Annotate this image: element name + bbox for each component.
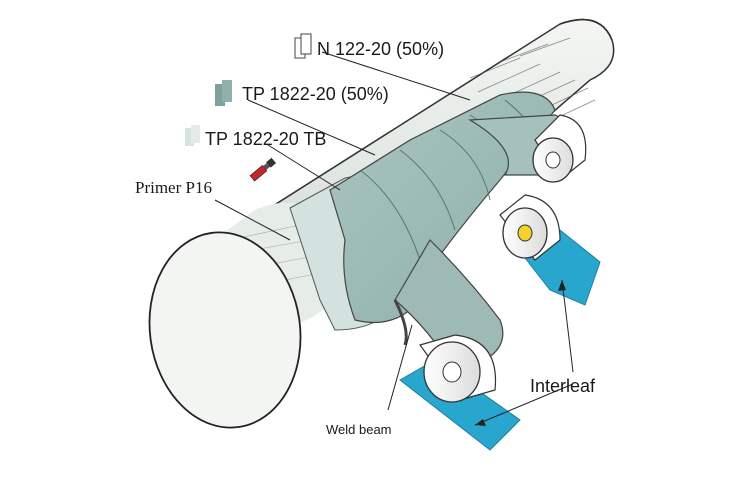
arrowheads <box>475 280 566 426</box>
label-tp1822: TP 1822-20 (50%) <box>242 84 389 104</box>
pipe-end-face <box>148 231 302 429</box>
leader-lines <box>214 51 574 426</box>
lower-spool <box>419 334 497 403</box>
weld-seam <box>393 299 408 346</box>
legend-swatch-tp1822 <box>215 80 232 106</box>
label-tp1822-tb: TP 1822-20 TB <box>205 129 326 149</box>
middle-spool <box>499 194 561 261</box>
label-interleaf: Interleaf <box>530 376 596 396</box>
tape-strip-lower <box>394 239 504 373</box>
label-primer: Primer P16 <box>135 178 212 197</box>
paintbrush-icon <box>249 157 277 182</box>
legend-swatch-tp1822-tb <box>185 125 200 146</box>
label-n122: N 122-20 (50%) <box>317 39 444 59</box>
upper-spool <box>532 114 587 183</box>
legend-swatch-n122 <box>294 33 312 59</box>
label-weld-beam: Weld beam <box>326 422 392 437</box>
